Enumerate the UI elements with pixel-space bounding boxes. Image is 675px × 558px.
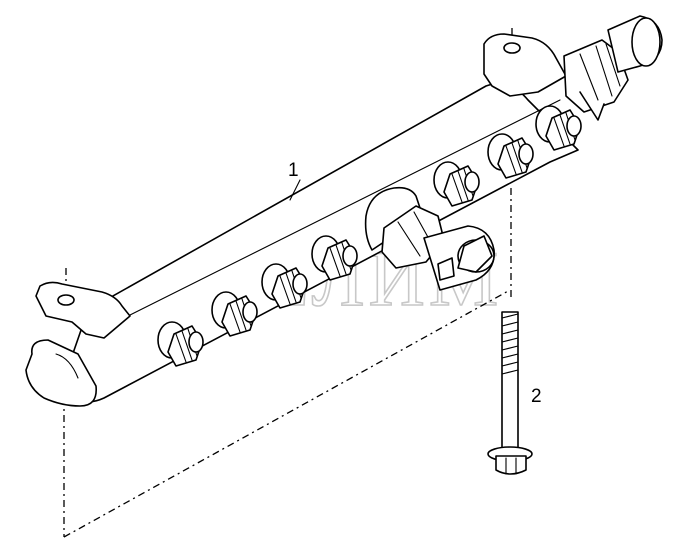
leader-lines xyxy=(289,179,301,201)
outlet-fitting xyxy=(433,161,480,207)
outlet-fitting xyxy=(157,321,204,367)
outlet-fitting xyxy=(487,133,534,179)
mounting-bolt xyxy=(487,311,533,475)
outlet-fitting xyxy=(535,105,582,151)
outlet-fitting xyxy=(211,291,258,337)
callout-2-label: 2 xyxy=(531,386,542,407)
pressure-sensor xyxy=(364,186,495,291)
outlet-fitting xyxy=(311,235,358,281)
outlet-fitting xyxy=(261,263,308,309)
callout-1-label: 1 xyxy=(288,160,299,181)
fuel-rail xyxy=(25,15,663,407)
outlet-fittings xyxy=(157,105,582,367)
